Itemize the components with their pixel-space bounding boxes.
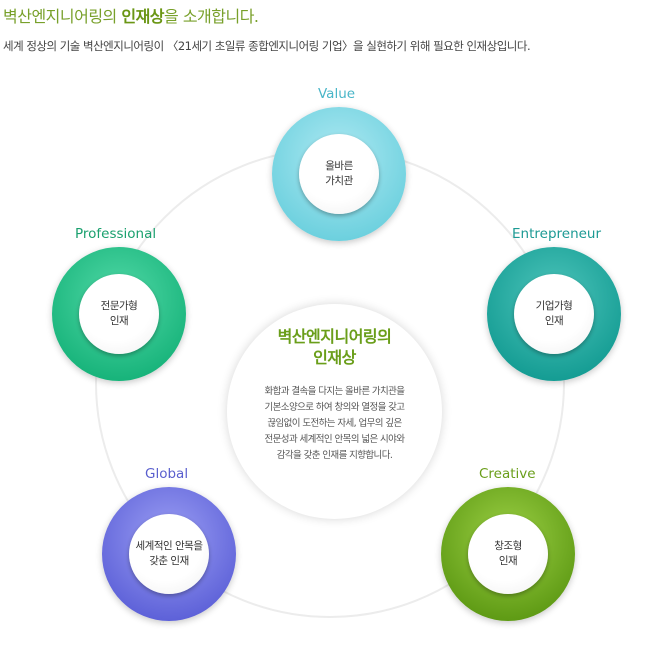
center-description-line: 끊임없이 도전하는 자세, 업무의 깊은 — [267, 418, 402, 429]
page-title-prefix: 벽산엔지니어링의 — [3, 7, 122, 26]
entrepreneur-text: 기업가형 인재 — [514, 299, 594, 329]
professional-text-line: 전문가형 — [100, 300, 138, 312]
creative-node: 창조형 인재 — [441, 487, 575, 621]
value-text: 올바른 가치관 — [299, 159, 379, 189]
page-subtitle: 세계 정상의 기술 벽산엔지니어링이 〈21세기 초일류 종합엔지니어링 기업〉… — [3, 39, 531, 53]
global-node: 세계적인 안목을 갖춘 인재 — [102, 487, 236, 621]
professional-label: Professional — [75, 226, 157, 242]
center-description-line: 전문성과 세계적인 안목의 넓은 시야와 — [264, 434, 406, 445]
entrepreneur-label: Entrepreneur — [512, 226, 602, 242]
center-circle: 벽산엔지니어링의 인재상 화합과 결속을 다지는 올바른 가치관을 기본소양으로… — [227, 304, 442, 519]
entrepreneur-node: 기업가형 인재 — [487, 247, 621, 381]
value-text-line: 올바른 — [325, 160, 353, 172]
professional-inner-circle: 전문가형 인재 — [79, 274, 159, 354]
value-text-line: 가치관 — [325, 175, 353, 187]
value-inner-circle: 올바른 가치관 — [299, 134, 379, 214]
value-label: Value — [318, 86, 356, 102]
creative-inner-circle: 창조형 인재 — [468, 514, 548, 594]
center-description-line: 화합과 결속을 다지는 올바른 가치관을 — [264, 386, 406, 397]
global-text-line: 갖춘 인재 — [149, 555, 189, 567]
entrepreneur-text-line: 기업가형 — [535, 300, 573, 312]
creative-text: 창조형 인재 — [468, 539, 548, 569]
page-title-suffix: 을 소개합니다. — [164, 7, 259, 26]
creative-label: Creative — [479, 466, 536, 482]
center-description-line: 감각을 갖춘 인재를 지향합니다. — [276, 450, 393, 461]
professional-text: 전문가형 인재 — [79, 299, 159, 329]
center-title-line: 인재상 — [313, 348, 356, 367]
professional-node: 전문가형 인재 — [52, 247, 186, 381]
entrepreneur-text-line: 인재 — [544, 315, 564, 327]
center-description: 화합과 결속을 다지는 올바른 가치관을 기본소양으로 하여 창의와 열정을 갖… — [249, 384, 420, 464]
creative-text-line: 인재 — [498, 555, 518, 567]
center-description-line: 기본소양으로 하여 창의와 열정을 갖고 — [264, 402, 406, 413]
value-node: 올바른 가치관 — [272, 107, 406, 241]
center-title-line: 벽산엔지니어링의 — [277, 327, 392, 346]
global-inner-circle: 세계적인 안목을 갖춘 인재 — [129, 514, 209, 594]
global-label: Global — [145, 466, 189, 482]
page-title: 벽산엔지니어링의 인재상을 소개합니다. — [3, 3, 259, 27]
global-text-line: 세계적인 안목을 — [135, 540, 203, 552]
creative-text-line: 창조형 — [494, 540, 522, 552]
page-title-highlight: 인재상 — [121, 7, 165, 26]
entrepreneur-inner-circle: 기업가형 인재 — [514, 274, 594, 354]
center-title: 벽산엔지니어링의 인재상 — [227, 326, 442, 368]
professional-text-line: 인재 — [109, 315, 129, 327]
global-text: 세계적인 안목을 갖춘 인재 — [129, 539, 209, 569]
